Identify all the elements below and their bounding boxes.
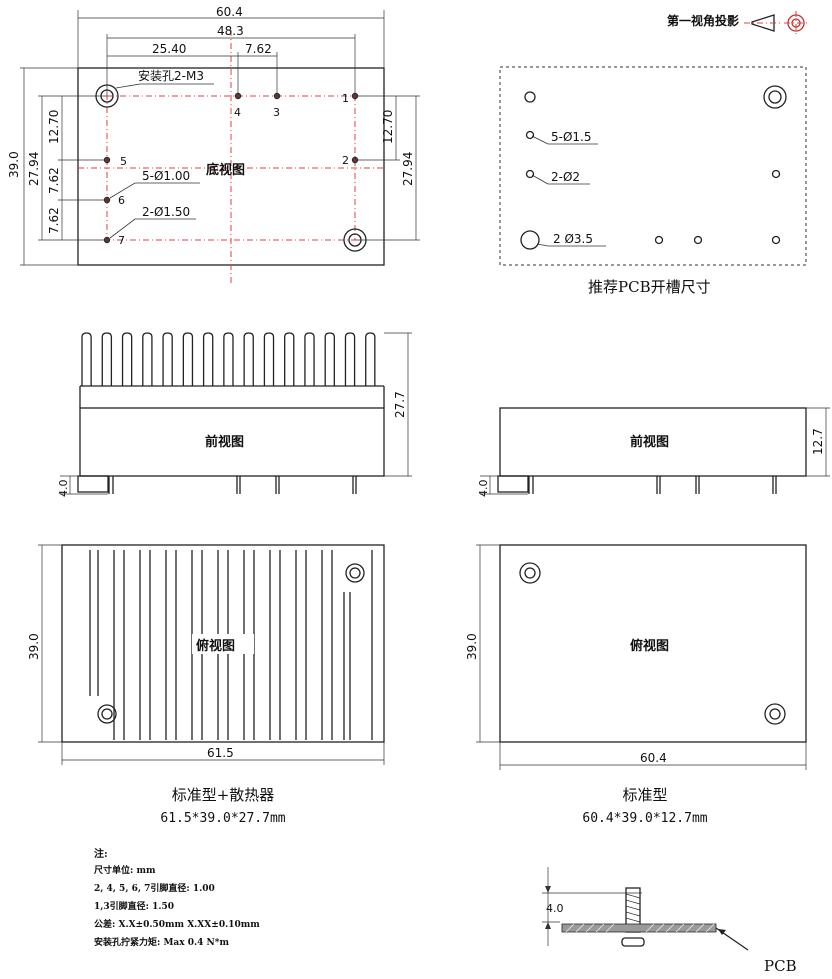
front-std-pin-len: 4.0 — [477, 480, 490, 498]
dim-pin-offset-b: 7.62 — [245, 42, 272, 56]
notes-title: 注: — [94, 847, 108, 860]
mount-detail: 4.0 PCB — [542, 867, 797, 975]
top-std-width: 60.4 — [640, 751, 667, 765]
pin-7 — [103, 236, 111, 244]
pin-label-2: 1 — [342, 92, 349, 105]
mount-hole-bottom-right — [343, 228, 367, 252]
top-heatsink-height: 39.0 — [27, 633, 41, 660]
caption-std-name: 标准型 — [622, 786, 667, 804]
top-heatsink-width: 61.5 — [207, 746, 234, 760]
pcb-outline — [499, 66, 807, 266]
front-view-standard-body — [499, 407, 807, 477]
front-std-height: 12.7 — [811, 428, 825, 455]
caption-std-size: 60.4*39.0*12.7mm — [582, 811, 707, 826]
pin-label-4: 4 — [234, 106, 241, 119]
projection-cone-icon — [751, 14, 775, 32]
pin-5 — [103, 156, 111, 164]
top-view-heatsink-outline — [61, 544, 385, 743]
dim-pin-span: 48.3 — [217, 24, 244, 38]
pin-label-5: 5 — [120, 155, 127, 168]
front-view-standard: 12.7 4.0 前视图 — [477, 407, 830, 498]
note-line-5: 安装孔拧紧力矩: Max 0.4 N*m — [94, 936, 229, 948]
top-std-height: 39.0 — [465, 633, 479, 660]
pin-label-1: 2 — [342, 154, 349, 167]
callout-two-holes: 2-Ø1.50 — [142, 205, 190, 219]
top-view-standard-outline — [499, 544, 807, 743]
note-line-3: 1,3引脚直径: 1.50 — [94, 900, 174, 912]
dim-right-inner: 27.94 — [401, 152, 415, 186]
heatsink-fins — [81, 332, 376, 386]
mount-hole-top-left — [95, 84, 119, 108]
front-std-title: 前视图 — [630, 434, 669, 450]
pin-3 — [273, 92, 281, 100]
mount-detail-dim: 4.0 — [546, 902, 564, 915]
bottom-view-title: 底视图 — [206, 162, 245, 178]
dim-overall-width: 60.4 — [216, 5, 243, 19]
screw-head — [621, 937, 645, 947]
bottom-view: 60.4 48.3 25.40 7.62 39.0 27.94 12.70 7.… — [7, 5, 420, 285]
note-line-4: 公差: X.X±0.50mm X.XX±0.10mm — [94, 918, 260, 930]
note-line-2: 2, 4, 5, 6, 7引脚直径: 1.00 — [94, 882, 215, 894]
pin-4 — [234, 92, 242, 100]
pcb-callout-1: 5-Ø1.5 — [551, 130, 592, 144]
pin-label-7: 7 — [118, 234, 125, 247]
top-view-standard: 60.4 39.0 俯视图 标准型 60.4*39.0*12.7mm — [465, 544, 807, 826]
caption-sink-name: 标准型+散热器 — [172, 786, 275, 804]
top-heatsink-title: 俯视图 — [196, 638, 235, 654]
dim-left-inner: 27.94 — [27, 152, 41, 186]
pin-6 — [103, 196, 111, 204]
pcb-callout-3: 2 Ø3.5 — [553, 232, 593, 246]
pcb-view-title: 推荐PCB开槽尺寸 — [588, 278, 711, 296]
front-view-heatsink-foot — [77, 475, 109, 493]
front-view-heatsink-body — [79, 407, 385, 477]
front-heatsink-height: 27.7 — [393, 391, 407, 418]
dim-pin-offset-a: 25.40 — [152, 42, 186, 56]
dim-left-top: 12.70 — [47, 110, 61, 144]
pin-2 — [351, 92, 359, 100]
pin-1 — [351, 156, 359, 164]
pin-label-6: 6 — [118, 194, 125, 207]
pcb-label: PCB — [764, 957, 797, 975]
dim-left-bottom: 7.62 — [47, 207, 61, 234]
top-view-heatsink: 61.5 39.0 俯视图 标准型+散热器 61.5*39.0*27.7mm — [27, 544, 385, 826]
projection-symbol: 第一视角投影 — [667, 11, 808, 35]
projection-label: 第一视角投影 — [667, 13, 739, 28]
front-heatsink-title: 前视图 — [205, 434, 244, 450]
callout-five-holes: 5-Ø1.00 — [142, 169, 190, 183]
pin-label-3: 3 — [273, 106, 280, 119]
front-heatsink-pin-len: 4.0 — [57, 480, 70, 498]
front-view-standard-foot — [497, 475, 529, 493]
dim-left-mid: 7.62 — [47, 167, 61, 194]
caption-sink-size: 61.5*39.0*27.7mm — [160, 811, 285, 826]
pcb-callout-2: 2-Ø2 — [551, 170, 580, 184]
dim-right-top: 12.70 — [381, 110, 395, 144]
dim-height: 39.0 — [7, 151, 21, 178]
notes-block: 注: 尺寸单位: mm 2, 4, 5, 6, 7引脚直径: 1.00 1,3引… — [94, 847, 260, 948]
top-std-title: 俯视图 — [630, 638, 669, 654]
front-view-heatsink: 27.7 4.0 前视图 — [57, 332, 412, 498]
note-line-1: 尺寸单位: mm — [94, 864, 156, 876]
callout-mount: 安装孔2-M3 — [138, 68, 204, 83]
pcb-view: 5-Ø1.5 2-Ø2 2 Ø3.5 推荐PCB开槽尺寸 — [499, 66, 807, 296]
